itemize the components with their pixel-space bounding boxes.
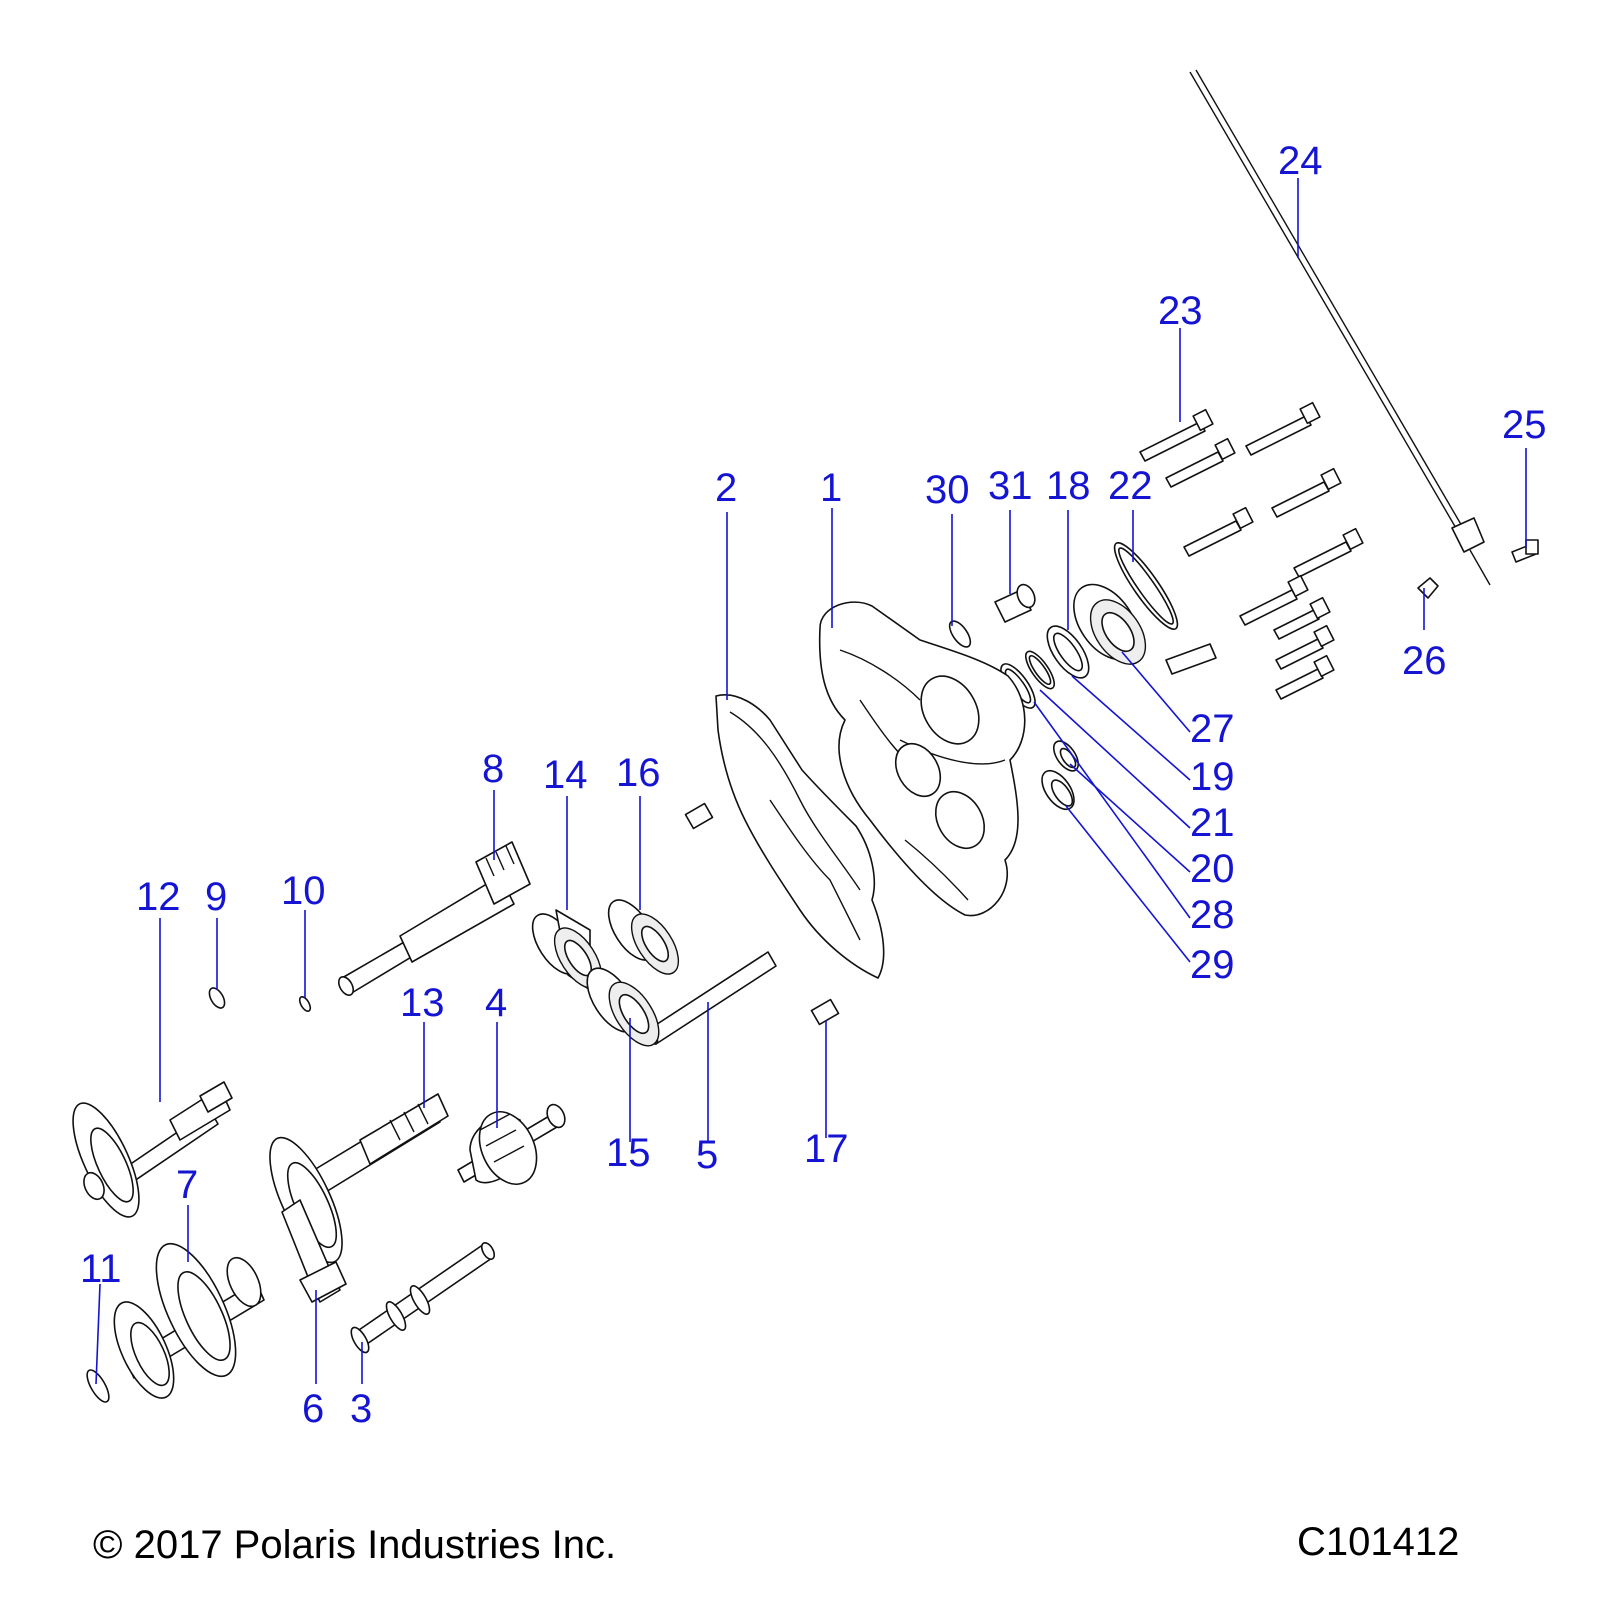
part-11-washer: [86, 1369, 110, 1403]
part-3-shift-shaft: [350, 1242, 496, 1354]
part-9-clip: [208, 987, 226, 1009]
copyright-notice: © 2017 Polaris Industries Inc.: [93, 1523, 617, 1567]
callout-14: 14: [543, 753, 588, 797]
callout-21: 21: [1190, 801, 1235, 845]
part-30-washer: [948, 620, 972, 648]
callout-1: 1: [820, 466, 842, 510]
drawing-id: C101412: [1297, 1520, 1460, 1564]
part-8-pinion-shaft: [337, 841, 531, 996]
leader-28: [1033, 701, 1191, 919]
part-31-plug: [994, 583, 1036, 623]
part-12-gear-shaft: [72, 1081, 233, 1218]
callout-12: 12: [136, 875, 181, 919]
callout-18: 18: [1046, 464, 1091, 508]
leader-27: [1121, 651, 1191, 733]
part-23-bolts: [1139, 401, 1364, 700]
leader-lines: [95, 178, 1527, 1385]
callout-28: 28: [1190, 893, 1235, 937]
callout-8: 8: [482, 747, 504, 791]
part-29-bushing: [1041, 769, 1075, 811]
part-27-dowel: [1165, 643, 1217, 675]
callout-17: 17: [804, 1127, 849, 1171]
leader-29: [1065, 805, 1191, 963]
dowel-pins: [684, 802, 840, 1026]
callout-10: 10: [281, 869, 326, 913]
leader-20: [1069, 763, 1191, 873]
callout-4: 4: [485, 981, 507, 1025]
callout-26: 26: [1402, 639, 1447, 683]
part-25-screw: [1511, 539, 1539, 563]
callout-15: 15: [606, 1131, 651, 1175]
part-13-output-shaft: [269, 1093, 449, 1264]
part-10-clip: [298, 995, 312, 1013]
part-24-rod: [1189, 69, 1491, 586]
part-6-shift-fork: [281, 1199, 347, 1303]
callout-24: 24: [1278, 139, 1323, 183]
part-18-seal: [1046, 625, 1090, 679]
part-22-snap-ring: [1113, 542, 1179, 630]
callout-30: 30: [925, 468, 970, 512]
callout-6: 6: [302, 1387, 324, 1431]
part-19-bearing: [1073, 583, 1147, 665]
part-28-seal: [1052, 740, 1080, 772]
part-16-bearing: [607, 899, 680, 975]
callout-31: 31: [988, 464, 1033, 508]
callout-29: 29: [1190, 943, 1235, 987]
callout-9: 9: [205, 875, 227, 919]
callout-5: 5: [696, 1133, 718, 1177]
part-4-drum: [457, 1103, 566, 1185]
callout-2: 2: [715, 466, 737, 510]
callout-7: 7: [176, 1163, 198, 1207]
leader-19: [1071, 675, 1191, 781]
part-7-cluster-gear: [113, 1242, 265, 1399]
part-15-bearing: [586, 967, 660, 1047]
callout-19: 19: [1190, 755, 1235, 799]
callout-20: 20: [1190, 847, 1235, 891]
callout-27: 27: [1190, 707, 1235, 751]
callout-25: 25: [1502, 403, 1547, 447]
callout-13: 13: [400, 981, 445, 1025]
callout-16: 16: [616, 751, 661, 795]
callout-22: 22: [1108, 464, 1153, 508]
callout-23: 23: [1158, 289, 1203, 333]
callouts: 24 23 25 26 2 1 30 31 18 22 27 19 21 20 …: [80, 139, 1547, 1431]
callout-11: 11: [80, 1247, 122, 1291]
part-26-clip: [1417, 577, 1439, 599]
callout-3: 3: [350, 1387, 372, 1431]
leader-11: [95, 1283, 101, 1385]
part-1-housing: [818, 601, 1026, 917]
part-21-ring: [1024, 650, 1056, 690]
leader-21: [1039, 689, 1191, 829]
part-2-gasket: [715, 694, 885, 979]
